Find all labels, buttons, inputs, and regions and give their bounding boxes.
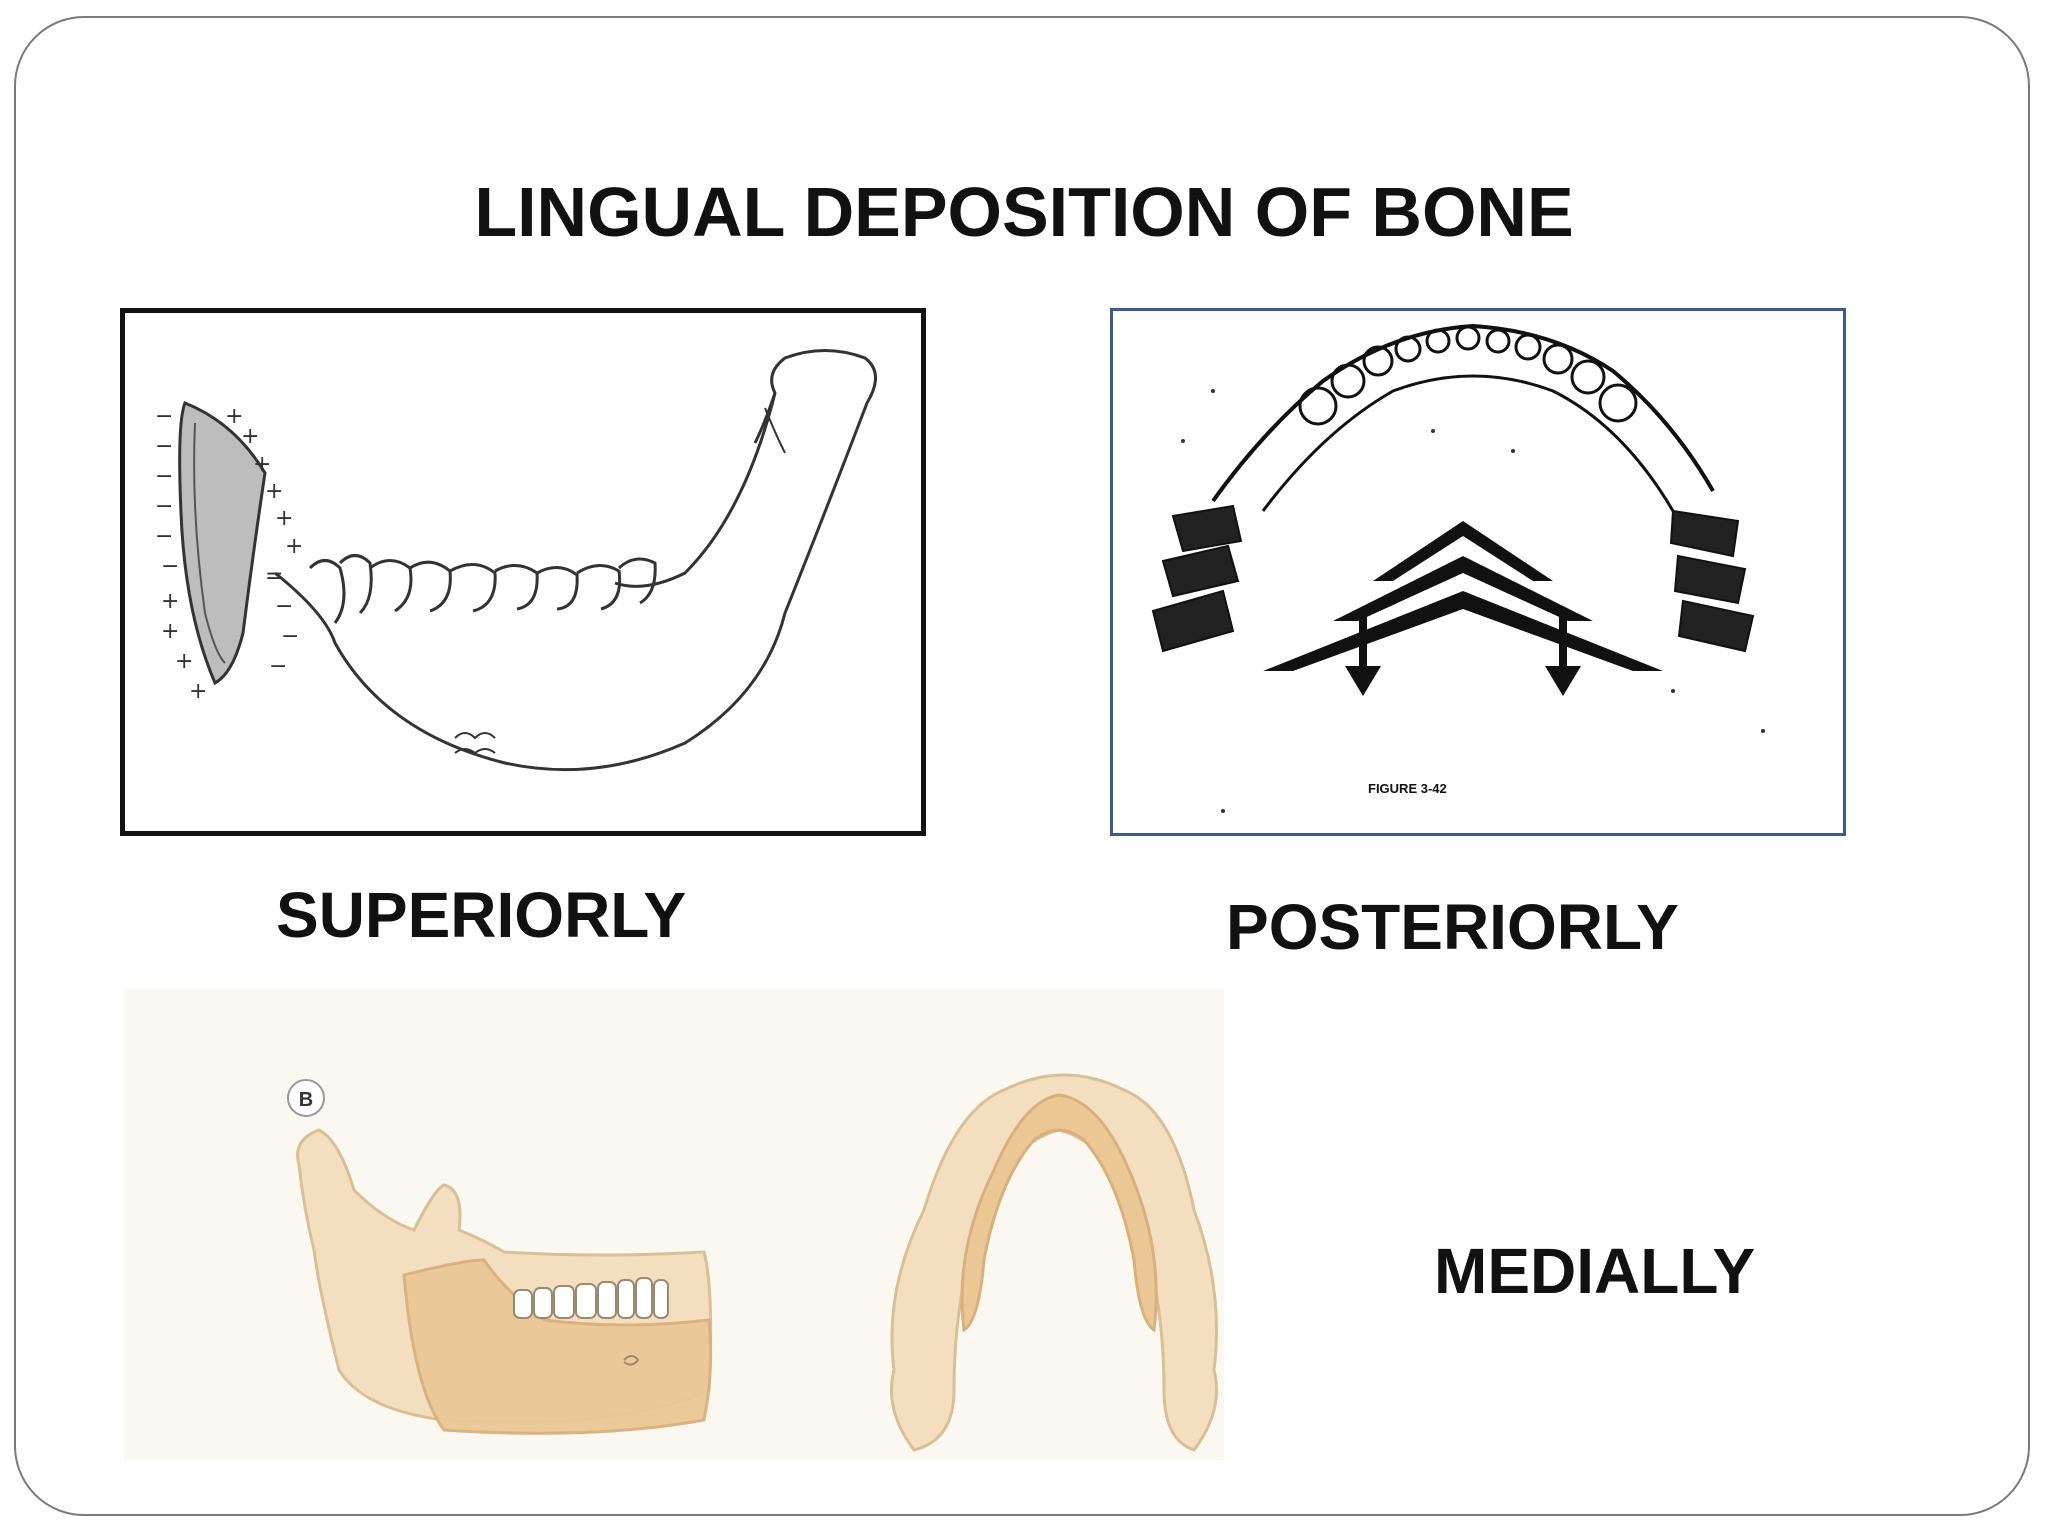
medial-deposition-drawing: B [287,1073,1218,1452]
svg-text:+: + [225,404,243,429]
svg-text:−: − [155,434,173,459]
svg-text:+: + [189,679,207,704]
svg-text:+: + [285,534,303,559]
svg-text:+: + [161,589,179,614]
caption-posteriorly: POSTERIORLY [1226,891,1679,963]
mandible-occlusal-drawing: FIGURE 3-42 [1151,323,1765,813]
panel-letter-badge [287,1079,325,1117]
svg-text:+: + [253,452,271,477]
svg-text:−: − [155,464,173,489]
svg-text:+: + [175,649,193,674]
medial-deposition-figure: B [124,990,1224,1460]
panel-letter: B [299,1089,313,1111]
svg-text:−: − [281,624,299,649]
svg-text:+: + [275,506,293,531]
svg-text:−: − [155,494,173,519]
mandible-lateral-figure: −−− −−− +++ + +++ +++ =−− − [120,308,926,836]
svg-text:=: = [265,564,283,589]
svg-text:−: − [155,404,173,429]
svg-text:−: − [155,524,173,549]
svg-text:+: + [265,479,283,504]
mandible-occlusal-figure: FIGURE 3-42 [1110,308,1846,836]
svg-text:−: − [161,554,179,579]
caption-superiorly: SUPERIORLY [276,879,687,951]
svg-text:+: + [241,424,259,449]
svg-text:+: + [161,619,179,644]
svg-text:−: − [269,654,287,679]
caption-medially: MEDIALLY [1434,1235,1756,1307]
slide-title: LINGUAL DEPOSITION OF BONE [474,173,1574,251]
figure-label: FIGURE 3-42 [1368,781,1447,796]
svg-text:−: − [275,594,293,619]
mandible-lateral-drawing: −−− −−− +++ + +++ +++ =−− − [155,349,877,772]
